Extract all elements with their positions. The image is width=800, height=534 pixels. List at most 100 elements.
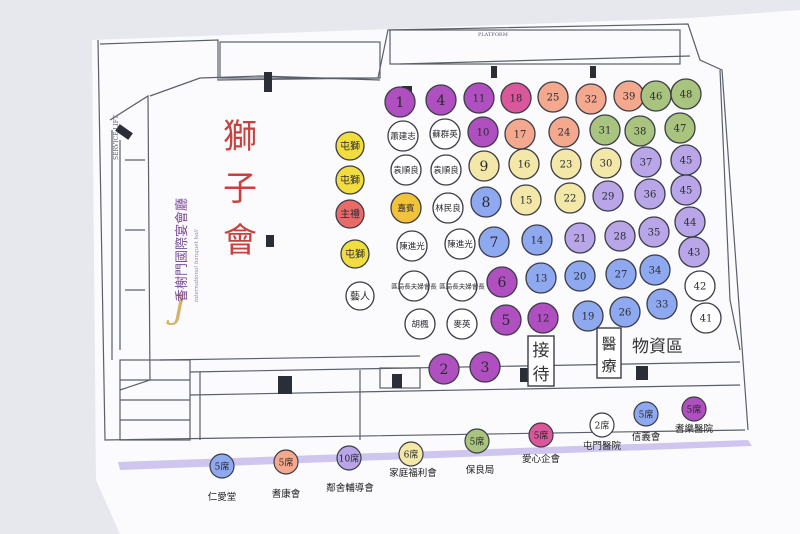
wall-label-left: SERVICE LIFT [113,115,120,160]
named-table-2: 蘇群英 [429,118,461,150]
medical-desk: 醫 療 [596,327,622,379]
svg-text:5席: 5席 [534,430,549,442]
table-37: 37 [630,146,662,178]
table-36: 36 [634,178,666,210]
svg-text:9: 9 [480,159,489,175]
logo-text: 香榭門國際宴會廳 [174,198,190,302]
vip-table-4: 屯獅 [340,239,370,269]
svg-text:8: 8 [482,195,491,211]
svg-text:信義會: 信義會 [632,431,661,443]
svg-text:耆樂醫院: 耆樂醫院 [675,423,714,435]
title-char-1: 獅 [223,117,257,157]
vip-table-1: 屯獅 [335,131,365,161]
svg-text:蘇群英: 蘇群英 [432,129,458,140]
venue-logo: J 香榭門國際宴會廳 international banquet hall [166,198,200,327]
svg-text:6: 6 [498,275,507,291]
svg-text:家庭福利會: 家庭福利會 [389,467,437,479]
svg-text:45: 45 [680,186,693,197]
svg-text:2: 2 [440,362,449,378]
table-21: 21 [564,222,596,254]
svg-text:33: 33 [656,300,669,311]
medical-char-2: 療 [601,357,616,375]
svg-text:蕭建志: 蕭建志 [390,131,416,142]
svg-text:37: 37 [640,158,653,169]
table-38: 38 [624,115,656,147]
named-table-12: 麥英 [446,308,478,340]
svg-text:藝人: 藝人 [350,290,370,303]
supplies-area-label: 物資區 [632,337,683,357]
table-9: 9 [468,150,500,182]
named-table-1: 蕭建志 [387,120,419,152]
table-23: 23 [550,148,582,180]
table-15: 15 [510,184,542,216]
svg-text:屯獅: 屯獅 [340,174,360,187]
table-2: 2 [428,353,460,385]
svg-text:45: 45 [680,156,693,167]
svg-text:3: 3 [481,360,490,376]
svg-text:48: 48 [680,90,693,101]
table-18: 18 [500,82,532,114]
svg-text:屯獅: 屯獅 [345,248,365,261]
svg-text:袁順良: 袁順良 [393,165,419,176]
reception-char-2: 待 [533,365,550,385]
svg-text:1: 1 [396,95,405,111]
table-43: 43 [678,236,710,268]
named-table-10: 區局長夫婦會長 [439,270,485,302]
svg-text:4: 4 [437,93,446,109]
medical-char-1: 醫 [601,335,616,353]
svg-text:耆康會: 耆康會 [272,488,301,500]
svg-text:16: 16 [518,160,531,171]
table-45: 45 [670,144,702,176]
table-25: 25 [537,81,569,113]
table-4: 4 [425,84,457,116]
svg-text:23: 23 [560,160,573,171]
svg-text:陳進光: 陳進光 [447,239,473,250]
table-42: 42 [684,270,716,302]
named-table-4: 袁順良 [430,154,462,186]
title-char-2: 子 [223,169,257,209]
table-14: 14 [521,224,553,256]
seating-tables: 屯獅屯獅主禮屯獅藝人蕭建志蘇群英袁順良袁順良嘉賓林民良陳進光陳進光區局長夫婦會長… [335,78,722,385]
table-33: 33 [646,288,678,320]
svg-text:屯門醫院: 屯門醫院 [583,440,622,452]
named-table-9: 區局長夫婦會長 [391,270,437,302]
svg-text:39: 39 [623,92,636,103]
svg-text:15: 15 [520,196,533,207]
table-27: 27 [605,258,637,290]
svg-text:42: 42 [694,282,707,293]
vip-table-3: 主禮 [335,199,365,229]
table-20: 20 [564,260,596,292]
svg-text:5席: 5席 [687,404,702,416]
table-22: 22 [554,182,586,214]
table-7: 7 [478,226,510,258]
table-47: 47 [664,112,696,144]
named-table-3: 袁順良 [390,154,422,186]
svg-text:34: 34 [649,266,662,277]
svg-text:5席: 5席 [279,457,294,469]
title-char-3: 會 [223,221,257,261]
named-table-7: 陳進光 [396,230,428,262]
table-30: 30 [590,147,622,179]
table-5: 5 [490,304,522,336]
svg-text:主禮: 主禮 [340,208,360,221]
table-32: 32 [575,83,607,115]
svg-text:11: 11 [473,94,486,105]
svg-text:47: 47 [674,124,687,135]
table-19: 19 [572,300,604,332]
table-16: 16 [508,148,540,180]
table-46: 46 [640,80,672,112]
svg-text:32: 32 [585,95,598,106]
svg-text:19: 19 [582,312,595,323]
svg-text:44: 44 [684,218,697,229]
logo-mark: J [166,287,188,327]
table-11: 11 [463,82,495,114]
table-17: 17 [504,118,536,150]
svg-text:20: 20 [574,272,587,283]
svg-text:43: 43 [688,248,701,259]
table-44: 44 [674,206,706,238]
